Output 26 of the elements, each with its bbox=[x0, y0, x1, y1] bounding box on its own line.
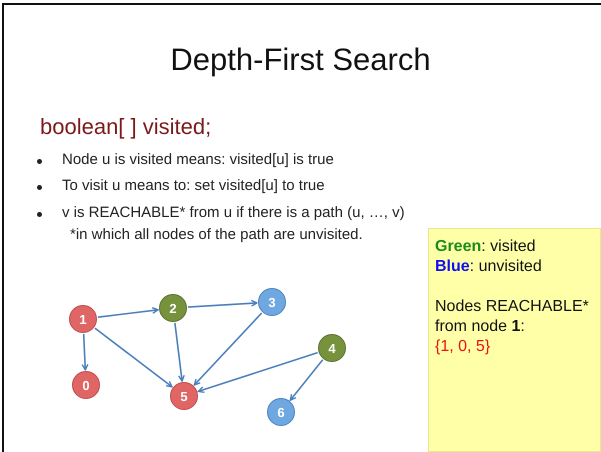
graph-node: 2 bbox=[159, 294, 187, 322]
footnote-text: *in which all nodes of the path are unvisited. bbox=[70, 226, 363, 243]
arrow bbox=[188, 300, 258, 308]
arrow bbox=[174, 322, 185, 382]
arrow bbox=[198, 352, 318, 394]
slide-title: Depth-First Search bbox=[169, 42, 432, 78]
panel-text: {1, 0, 5} bbox=[435, 337, 492, 357]
graph-node: 6 bbox=[267, 398, 295, 426]
arrow bbox=[82, 334, 89, 371]
bullet-text: Node u is visited means: visited[u] is true bbox=[62, 151, 334, 168]
graph-node: 1 bbox=[69, 305, 97, 333]
arrow bbox=[94, 327, 173, 388]
code-heading: boolean[ ] visited; bbox=[40, 114, 212, 140]
panel-text: Nodes REACHABLE* from node 1: bbox=[435, 297, 590, 337]
graph-node: 3 bbox=[258, 288, 286, 316]
panel-text: Blue: unvisited bbox=[435, 257, 543, 277]
arrow bbox=[290, 359, 324, 401]
graph-node: 5 bbox=[170, 382, 198, 410]
note-panel bbox=[428, 228, 601, 452]
arrow bbox=[194, 312, 262, 386]
arrow bbox=[98, 307, 159, 318]
panel-text: Green: visited bbox=[435, 237, 536, 257]
graph-node: 4 bbox=[318, 334, 346, 362]
bullet-text: To visit u means to: set visited[u] to true bbox=[62, 177, 325, 194]
graph-node: 0 bbox=[72, 371, 100, 399]
bullet-text: v is REACHABLE* from u if there is a path (u, …, v) bbox=[62, 204, 405, 221]
